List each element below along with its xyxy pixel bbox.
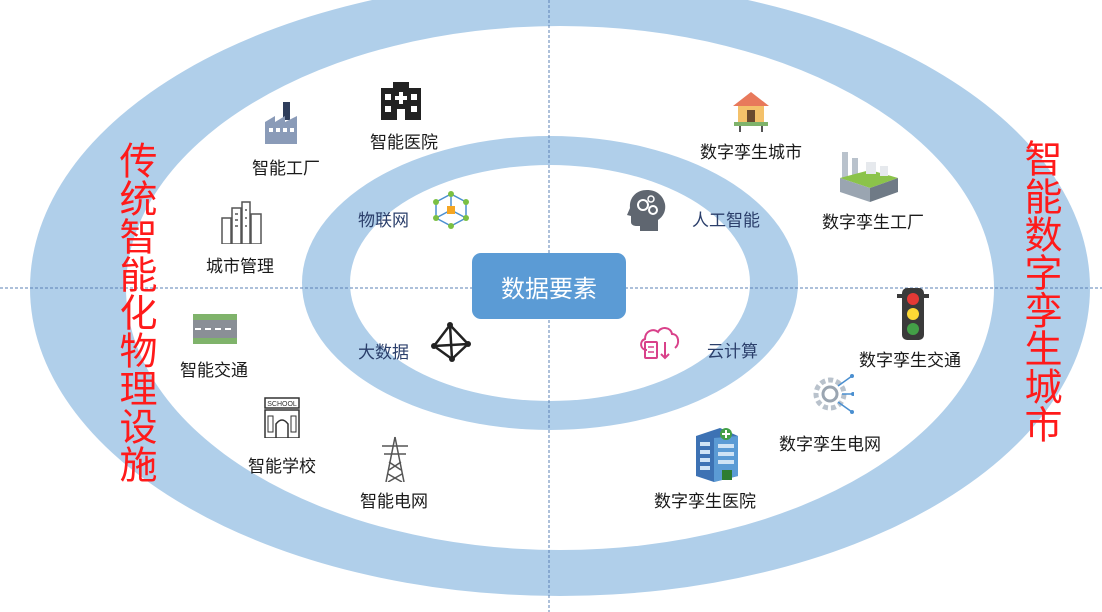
traffic-light-icon: [897, 288, 929, 340]
digital-twin-traffic-label: 数字孪生交通: [859, 351, 961, 371]
digital-factory-icon: [840, 152, 898, 202]
power-tower-icon: [382, 436, 408, 482]
network-cube-icon: [433, 191, 469, 229]
smart-school-label: 智能学校: [248, 457, 316, 477]
digital-twin-city-label: 数字孪生城市: [700, 143, 802, 163]
digital-twin-factory-label: 数字孪生工厂: [822, 213, 924, 233]
smart-traffic-label: 智能交通: [180, 361, 248, 381]
ai-head-gears-icon: [627, 190, 666, 231]
power-grid-gear-icon: [813, 374, 854, 414]
digital-twin-grid-label: 数字孪生电网: [779, 435, 881, 455]
right-title: 智能数字孪生城市: [1018, 139, 1062, 443]
house-icon: [733, 92, 769, 132]
smart-hospital-label: 智能医院: [370, 133, 438, 153]
digital-twin-hospital-label: 数字孪生医院: [654, 492, 756, 512]
cloud-label: 云计算: [707, 342, 758, 362]
ai-label: 人工智能: [692, 211, 760, 231]
iot-label: 物联网: [358, 211, 409, 231]
school-icon: SCHOOL: [264, 397, 300, 438]
big-data-label: 大数据: [358, 343, 409, 363]
factory-icon: [265, 102, 297, 144]
digital-hospital-icon: [696, 428, 738, 482]
city-management-label: 城市管理: [206, 257, 274, 277]
center-label: 数据要素: [501, 274, 597, 303]
big-data-network-icon: [431, 322, 471, 362]
smart-grid-label: 智能电网: [360, 492, 428, 512]
cloud-computing-icon: [640, 327, 680, 360]
city-buildings-icon: [221, 201, 262, 244]
school-sign-text: SCHOOL: [267, 401, 297, 408]
left-title: 传统智能化物理设施: [113, 141, 157, 483]
data-elements-box: 数据要素: [472, 253, 626, 319]
hospital-icon: [381, 82, 421, 120]
smart-factory-label: 智能工厂: [252, 159, 320, 179]
road-icon: [193, 314, 237, 344]
